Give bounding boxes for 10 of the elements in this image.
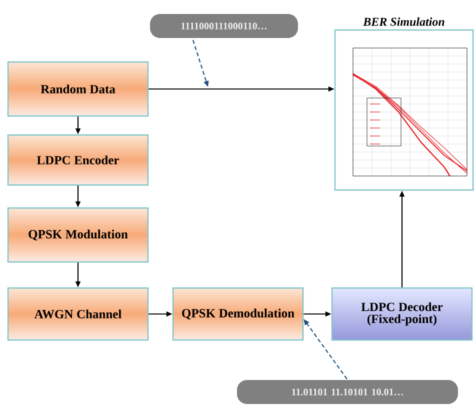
bit-stream-pill: 1111000111000110…	[150, 14, 298, 38]
process-box: QPSK Demodulation	[172, 287, 304, 341]
process-box: LDPC Encoder	[7, 134, 149, 186]
bit-stream-pill: 11.01101 11.10101 10.01…	[237, 380, 458, 404]
chart-title: BER Simulation	[363, 17, 444, 26]
process-box: Random Data	[7, 61, 149, 117]
decoder-box: LDPC Decoder (Fixed-point)	[331, 287, 473, 341]
ber-plot	[334, 29, 474, 191]
process-box: AWGN Channel	[7, 287, 149, 341]
process-box: QPSK Modulation	[7, 207, 149, 263]
